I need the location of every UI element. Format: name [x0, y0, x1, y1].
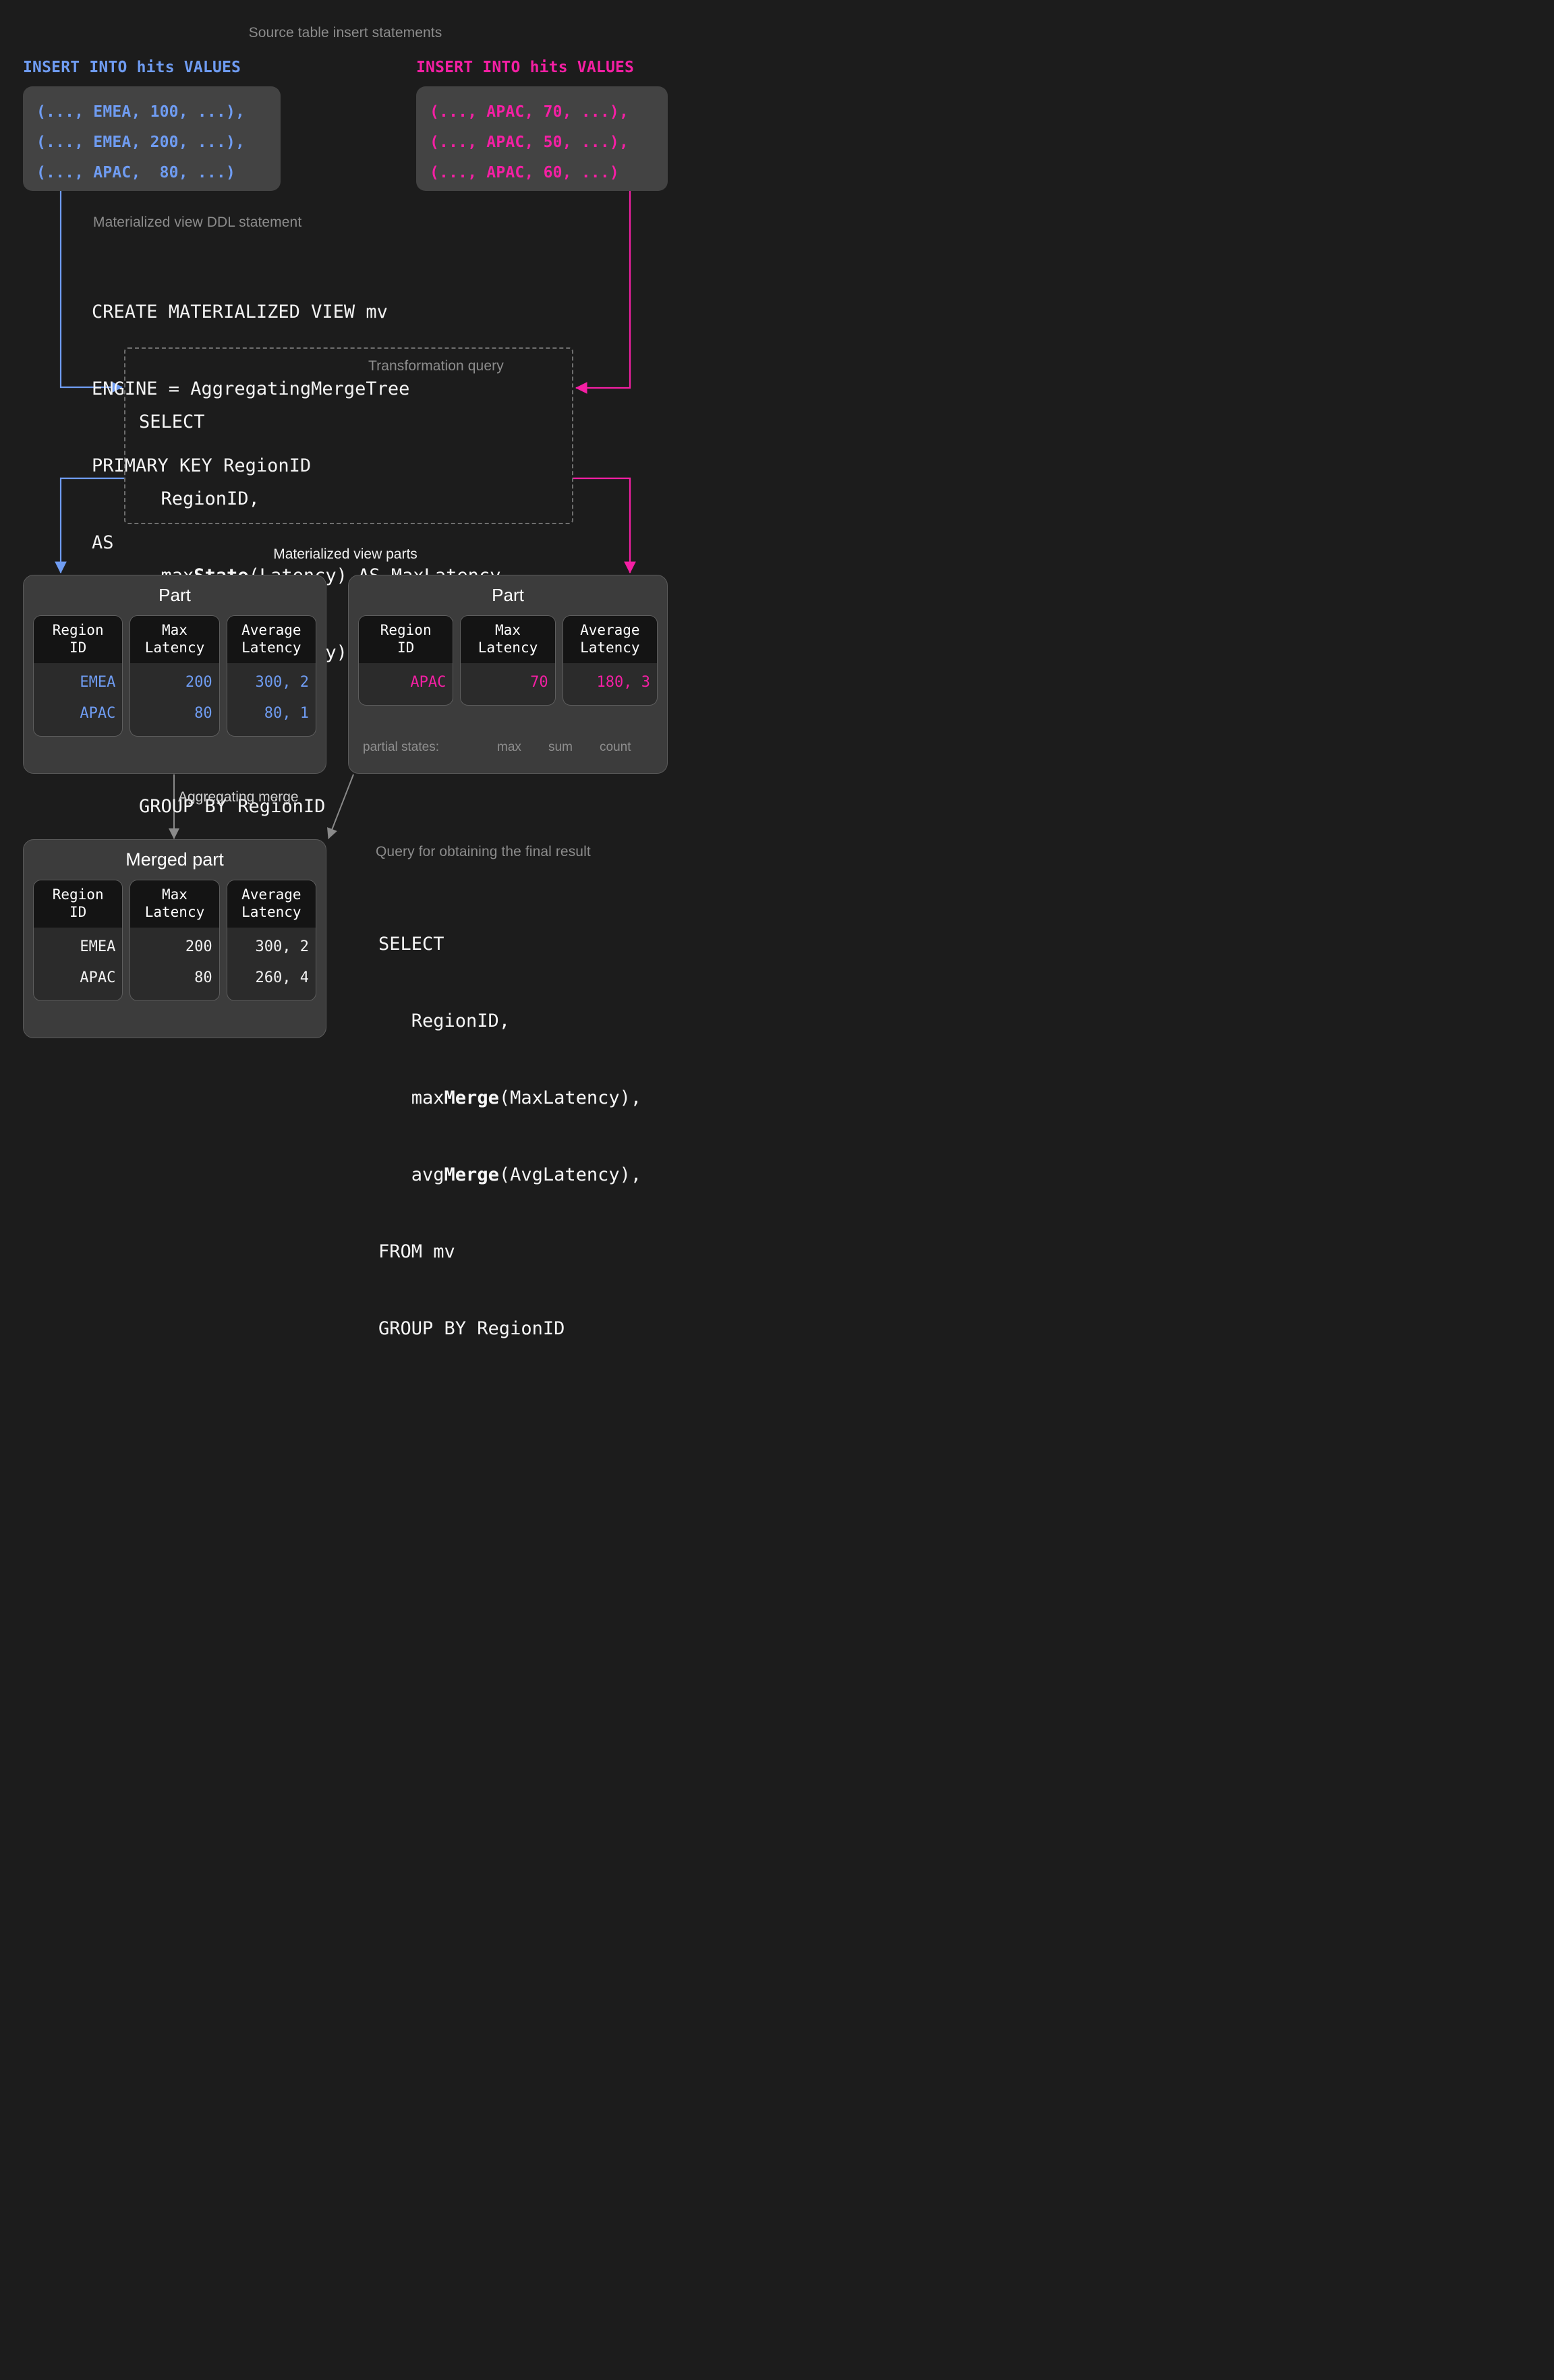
- cell-region-id-1: EMEA: [80, 674, 116, 691]
- part-right-col-max-latency: Max Latency 70: [460, 615, 556, 706]
- col-header-average-latency: Average Latency: [563, 616, 657, 663]
- col-header-max-latency: Max Latency: [461, 616, 555, 663]
- cell-region-id-2: APAC: [80, 969, 116, 986]
- partial-states-count: count: [600, 740, 631, 754]
- partial-states-max: max: [497, 740, 521, 754]
- fq-line-2: RegionID,: [378, 1011, 511, 1031]
- col-header-max-latency: Max Latency: [130, 880, 219, 928]
- cell-max-latency-2: 80: [194, 969, 212, 986]
- caption-final-query: Query for obtaining the final result: [376, 844, 591, 859]
- part-left-col-average-latency: Average Latency 300, 2 80, 1: [226, 615, 316, 737]
- caption-aggregating-merge: Aggregating merge: [178, 789, 299, 805]
- insert-left-row-3: (..., APAC, 80, ...): [36, 164, 235, 181]
- cell-max-latency-1: 70: [530, 674, 548, 691]
- cell-max-latency-2: 80: [194, 705, 212, 722]
- fq-line-1: SELECT: [378, 934, 444, 955]
- cell-average-latency-2: 80, 1: [264, 705, 309, 722]
- caption-mv-ddl: Materialized view DDL statement: [93, 215, 302, 230]
- fq-line-3-pre: max: [378, 1087, 444, 1108]
- tq-line-2: RegionID,: [139, 488, 260, 509]
- fq-line-4-post: (AvgLatency),: [498, 1164, 642, 1185]
- cell-max-latency-1: 200: [185, 674, 212, 691]
- tq-line-6: GROUP BY RegionID: [139, 796, 326, 817]
- transformation-query-box: [124, 347, 573, 524]
- cell-max-latency-1: 200: [185, 938, 212, 955]
- insert-left-panel: (..., EMEA, 100, ...), (..., EMEA, 200, …: [23, 86, 281, 191]
- insert-left-row-1: (..., EMEA, 100, ...),: [36, 103, 246, 121]
- cell-average-latency-1: 300, 2: [255, 938, 309, 955]
- part-left-col-region-id: Region ID EMEA APAC: [33, 615, 123, 737]
- fq-line-4-pre: avg: [378, 1164, 444, 1185]
- merged-part-title: Merged part: [125, 849, 224, 870]
- insert-right-row-2: (..., APAC, 50, ...),: [430, 134, 629, 151]
- fq-line-4: avgMerge(AvgLatency),: [378, 1162, 641, 1188]
- fq-line-3: maxMerge(MaxLatency),: [378, 1085, 641, 1111]
- cell-average-latency-2: 260, 4: [255, 969, 309, 986]
- cell-average-latency-1: 180, 3: [596, 674, 650, 691]
- insert-right-panel: (..., APAC, 70, ...), (..., APAC, 50, ..…: [416, 86, 668, 191]
- col-header-region-id: Region ID: [34, 880, 123, 928]
- fq-line-3-bold: Merge: [444, 1087, 499, 1108]
- cell-region-id-1: EMEA: [80, 938, 116, 955]
- col-header-region-id: Region ID: [359, 616, 453, 663]
- part-right-col-region-id: Region ID APAC: [358, 615, 454, 706]
- cell-region-id-1: APAC: [410, 674, 447, 691]
- part-right: Part Region ID APAC Max Latency 70 Avera…: [348, 575, 668, 774]
- col-header-region-id: Region ID: [34, 616, 123, 663]
- part-left-title: Part: [159, 585, 191, 605]
- cell-region-id-2: APAC: [80, 705, 116, 722]
- fq-line-5: FROM mv: [378, 1241, 455, 1262]
- insert-left-header: INSERT INTO hits VALUES: [23, 59, 241, 76]
- merged-col-max-latency: Max Latency 200 80: [130, 880, 220, 1001]
- col-header-average-latency: Average Latency: [227, 880, 316, 928]
- ddl-line-3: PRIMARY KEY RegionID: [92, 455, 312, 476]
- insert-right-row-1: (..., APAC, 70, ...),: [430, 103, 629, 121]
- part-left-col-max-latency: Max Latency 200 80: [130, 615, 220, 737]
- part-right-col-average-latency: Average Latency 180, 3: [562, 615, 658, 706]
- final-query-text: SELECT RegionID, maxMerge(MaxLatency), a…: [378, 880, 641, 1367]
- fq-line-4-bold: Merge: [444, 1164, 499, 1185]
- partial-states-sum: sum: [548, 740, 573, 754]
- merged-col-average-latency: Average Latency 300, 2 260, 4: [226, 880, 316, 1001]
- cell-average-latency-1: 300, 2: [255, 674, 309, 691]
- ddl-line-4: AS: [92, 532, 114, 553]
- partial-states-label: partial states:: [363, 740, 439, 754]
- col-header-average-latency: Average Latency: [227, 616, 316, 663]
- col-header-max-latency: Max Latency: [130, 616, 219, 663]
- tq-line-1: SELECT: [139, 412, 205, 432]
- caption-source-inserts: Source table insert statements: [248, 25, 442, 40]
- merged-part: Merged part Region ID EMEA APAC Max Late…: [23, 839, 326, 1038]
- insert-right-row-3: (..., APAC, 60, ...): [430, 164, 619, 181]
- merged-col-region-id: Region ID EMEA APAC: [33, 880, 123, 1001]
- caption-mv-parts: Materialized view parts: [273, 546, 418, 562]
- arrow-insert-right-to-query: [575, 190, 631, 394]
- part-right-title: Part: [492, 585, 524, 605]
- ddl-line-1: CREATE MATERIALIZED VIEW mv: [92, 302, 388, 322]
- fq-line-3-post: (MaxLatency),: [498, 1087, 642, 1108]
- insert-left-row-2: (..., EMEA, 200, ...),: [36, 134, 246, 151]
- insert-right-header: INSERT INTO hits VALUES: [416, 59, 635, 76]
- fq-line-6: GROUP BY RegionID: [378, 1318, 565, 1339]
- part-left: Part Region ID EMEA APAC Max Latency 200…: [23, 575, 326, 774]
- caption-transformation-query: Transformation query: [368, 358, 504, 374]
